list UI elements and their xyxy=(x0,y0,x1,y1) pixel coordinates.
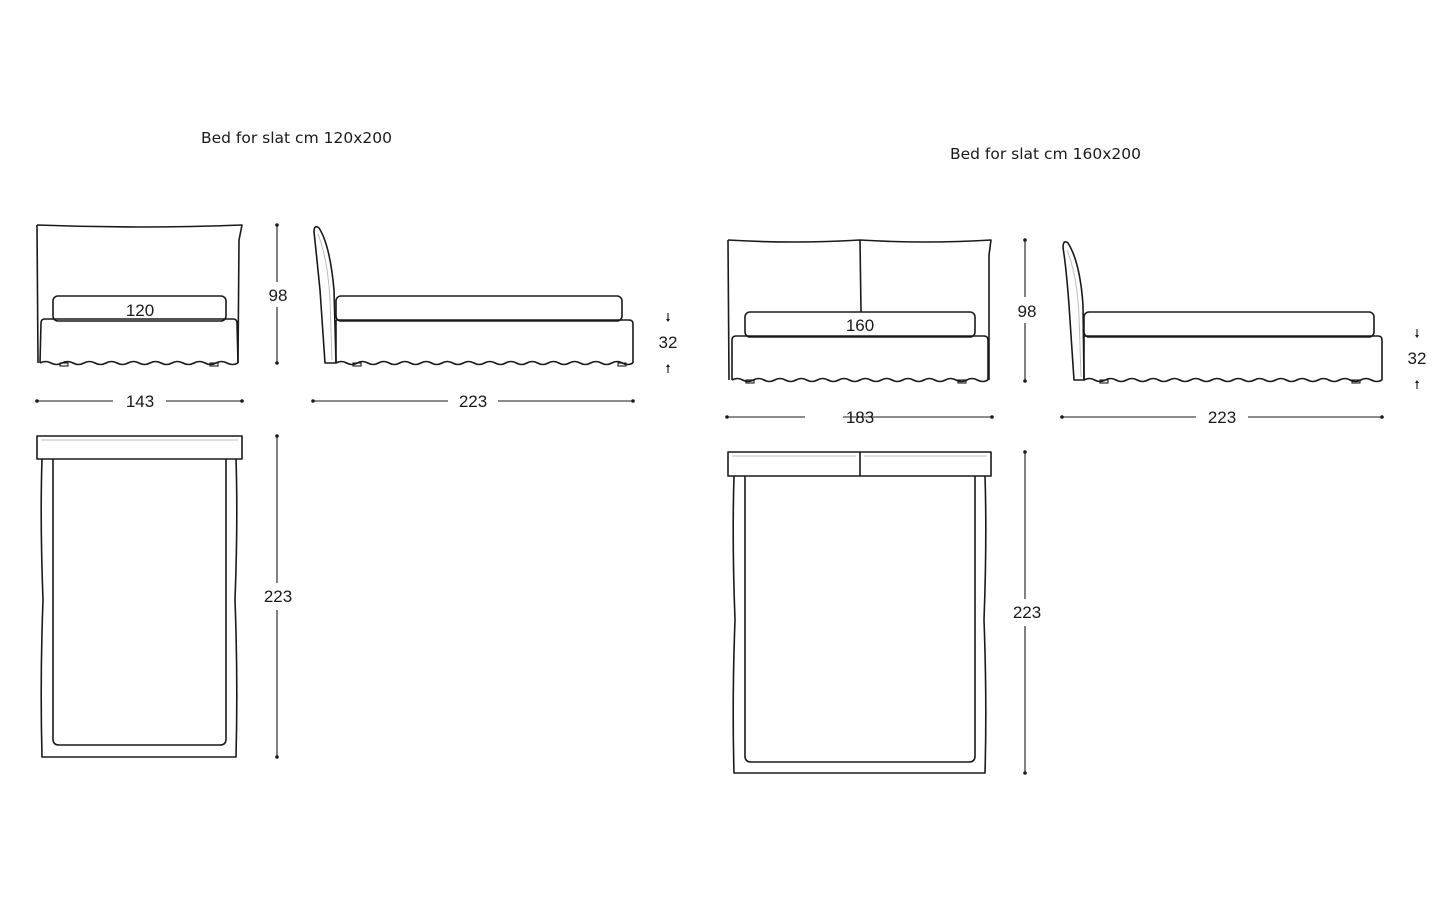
headboard-side xyxy=(313,225,337,364)
foot xyxy=(209,362,219,367)
frame-outline xyxy=(732,475,987,774)
foot xyxy=(59,362,69,367)
bed-120-length-dimension: 223 xyxy=(311,392,635,411)
bed-120-top-length-dimension: 223 xyxy=(264,434,292,759)
headboard-top xyxy=(36,435,243,460)
skirt-wave xyxy=(39,360,239,366)
mattress xyxy=(1083,311,1375,338)
bed-160-title: Bed for slat cm 160x200 xyxy=(950,145,1141,163)
foot xyxy=(1099,379,1109,384)
bed-160-width-dimension: 183 xyxy=(725,408,994,427)
skirt-wave xyxy=(335,360,634,366)
mattress-top xyxy=(744,476,976,763)
headboard-side xyxy=(1062,241,1085,381)
bed-160-group: Bed for slat cm 160x200 160 98 183 xyxy=(725,145,1426,775)
bed-120-base-height-dimension: 32 xyxy=(659,313,678,373)
base-outline xyxy=(39,318,239,364)
bed-160-side-view xyxy=(1062,241,1383,384)
base-outline xyxy=(335,319,634,363)
mattress xyxy=(335,295,623,322)
length-label: 223 xyxy=(1208,408,1236,427)
bed-120-width-dimension: 143 xyxy=(35,392,244,411)
foot xyxy=(957,379,967,384)
bed-160-base-height-dimension: 32 xyxy=(1408,329,1427,389)
foot xyxy=(1351,379,1361,384)
mattress xyxy=(744,311,976,338)
top-length-label: 223 xyxy=(264,587,292,606)
foot xyxy=(352,362,362,367)
foot xyxy=(745,379,755,384)
bed-120-title: Bed for slat cm 120x200 xyxy=(201,129,392,147)
mattress-top xyxy=(52,459,227,746)
height-label: 98 xyxy=(269,286,288,305)
bed-120-front-view: 120 xyxy=(36,224,243,367)
base-outline xyxy=(1083,335,1383,380)
bed-160-length-dimension: 223 xyxy=(1060,408,1384,427)
length-label: 223 xyxy=(459,392,487,411)
bed-120-side-view xyxy=(313,225,634,367)
foot xyxy=(617,362,627,367)
bed-120-height-dimension: 98 xyxy=(269,223,288,365)
base-outline xyxy=(731,335,989,380)
top-length-label: 223 xyxy=(1013,603,1041,622)
base-height-label: 32 xyxy=(659,333,678,352)
mattress-width-label: 160 xyxy=(846,316,874,335)
bed-160-height-dimension: 98 xyxy=(1018,238,1037,383)
skirt-wave xyxy=(731,377,989,383)
headboard-divider xyxy=(859,239,862,313)
bed-160-top-view xyxy=(727,451,992,774)
frame-outline xyxy=(40,458,238,758)
mattress-width-label: 120 xyxy=(126,301,154,320)
height-label: 98 xyxy=(1018,302,1037,321)
width-label: 183 xyxy=(846,408,874,427)
bed-160-front-view: 160 xyxy=(727,239,992,384)
headboard-outline xyxy=(36,224,243,364)
base-height-label: 32 xyxy=(1408,349,1427,368)
bed-120-group: Bed for slat cm 120x200 120 98 143 xyxy=(35,129,677,759)
skirt-wave xyxy=(1083,377,1383,383)
bed-120-top-view xyxy=(36,435,243,758)
bed-160-top-length-dimension: 223 xyxy=(1013,450,1041,775)
width-label: 143 xyxy=(126,392,154,411)
mattress xyxy=(52,295,227,322)
